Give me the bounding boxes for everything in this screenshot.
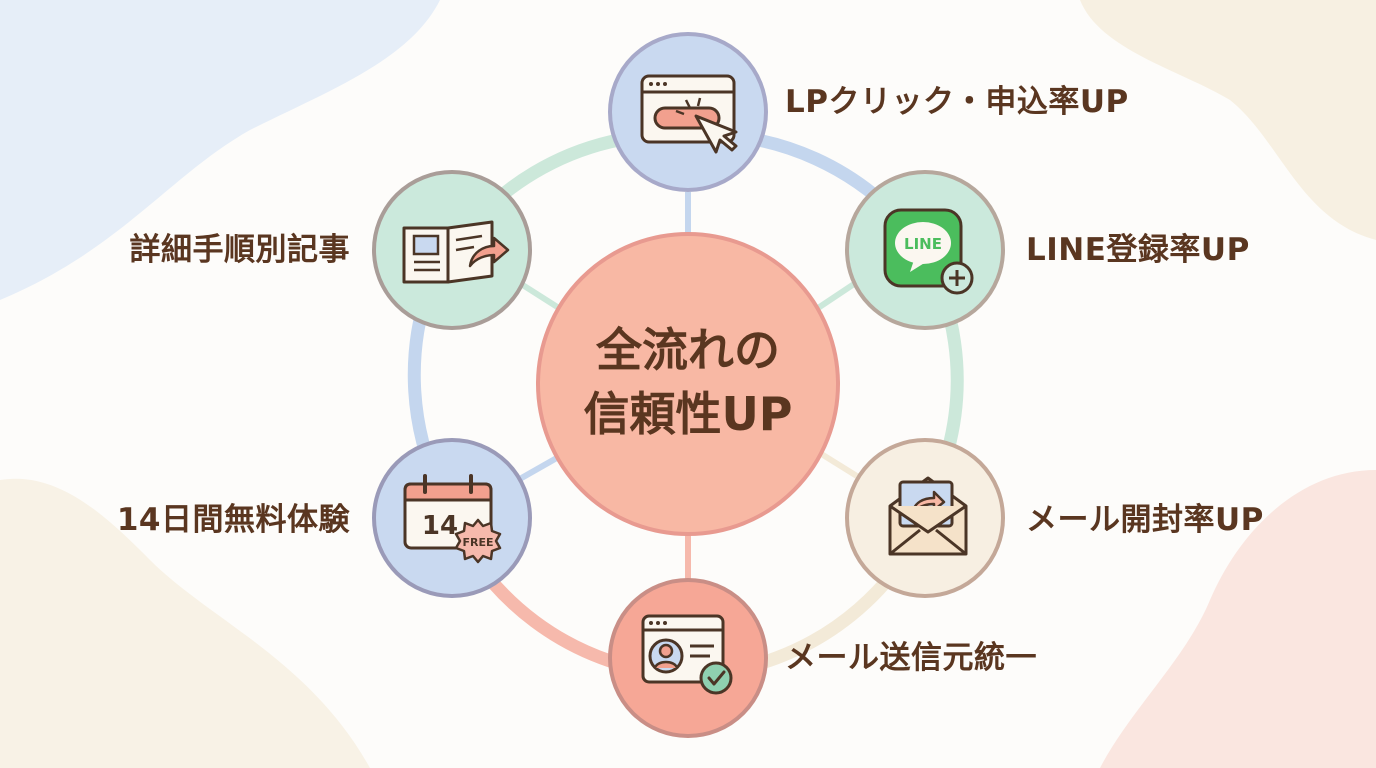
background-blob-top-left <box>0 0 440 300</box>
center-title-line1: 全流れの <box>596 323 780 377</box>
node-mail-open <box>845 438 1005 598</box>
open-envelope-icon <box>888 476 968 556</box>
label-mail-sender: メール送信元統一 <box>785 640 1037 676</box>
center-title-line2: 信頼性UP <box>583 387 793 441</box>
open-book-icon <box>402 220 510 284</box>
background-blob-bottom-right <box>1100 470 1376 768</box>
spoke-line <box>813 277 862 313</box>
node-lp <box>608 32 768 192</box>
free-badge-text: FREE <box>462 536 493 549</box>
spoke-trial <box>516 452 564 483</box>
node-mail-sender <box>608 578 768 738</box>
center-circle <box>536 232 840 536</box>
click-button-icon <box>640 74 738 154</box>
label-line: LINE登録率UP <box>1026 232 1250 268</box>
calendar-free-icon: 14 FREE <box>403 474 502 564</box>
node-article <box>372 170 532 330</box>
label-article: 詳細手順別記事 <box>129 232 350 268</box>
center-title: 全流れの 信頼性UP <box>548 318 828 446</box>
label-lp: LPクリック・申込率UP <box>785 84 1129 120</box>
line-chat-icon: LINE <box>883 208 974 295</box>
spoke-article <box>516 279 564 313</box>
line-icon-text: LINE <box>904 235 942 253</box>
calendar-day-text: 14 <box>422 511 458 541</box>
node-trial: 14 FREE <box>372 438 532 598</box>
verified-profile-icon <box>641 614 733 695</box>
node-line: LINE <box>845 170 1005 330</box>
background-blob-top-right <box>1080 0 1376 240</box>
label-trial: 14日間無料体験 <box>116 502 350 538</box>
background-blob-bottom-left <box>0 478 370 768</box>
label-mail-open: メール開封率UP <box>1026 502 1264 538</box>
